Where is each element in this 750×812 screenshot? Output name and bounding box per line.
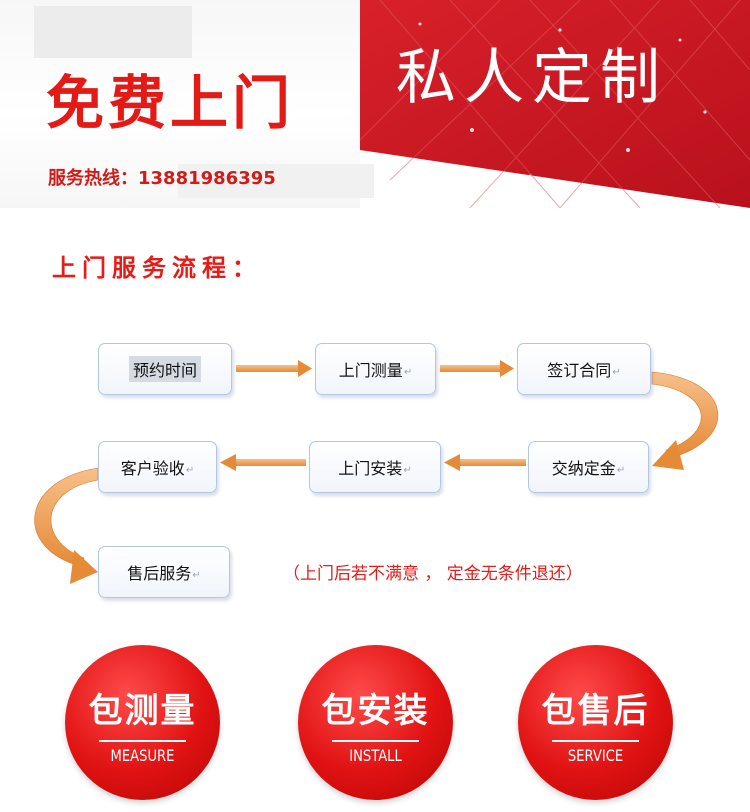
process-arrows (34, 360, 719, 584)
step-label: 售后服务 (127, 564, 192, 583)
badge-install: 包安装 INSTALL (298, 645, 453, 800)
badge-subtitle: INSTALL (349, 746, 402, 765)
return-mark-icon: ↵ (192, 569, 201, 581)
step-label: 签订合同 (547, 361, 612, 380)
badge-subtitle: MEASURE (110, 746, 175, 765)
badge-divider (99, 740, 186, 742)
step-label: 上门安装 (338, 459, 403, 478)
step-label: 上门测量 (338, 361, 403, 380)
process-step-contract: 签订合同↵ (517, 343, 651, 395)
step-label: 预约时间 (128, 356, 201, 382)
process-step-deposit: 交纳定金↵ (528, 441, 649, 493)
header-banner: 免费上门 服务热线：13881986395 私人定制 (0, 0, 750, 208)
process-step-install: 上门安装↵ (309, 441, 441, 493)
header-shade-block (34, 6, 192, 58)
badge-service: 包售后 SERVICE (518, 645, 673, 800)
process-step-measure: 上门测量↵ (315, 343, 436, 395)
process-title: 上门服务流程： (52, 253, 262, 282)
badge-divider (332, 740, 419, 742)
arrow-left-icon (220, 454, 306, 471)
step-label: 交纳定金 (551, 459, 616, 478)
process-step-acceptance: 客户验收↵ (98, 441, 217, 493)
return-mark-icon: ↵ (403, 464, 412, 476)
badge-subtitle: SERVICE (567, 746, 624, 765)
badge-measure: 包测量 MEASURE (65, 645, 220, 800)
process-step-appointment: 预约时间 (98, 343, 232, 395)
badge-title: 包售后 (541, 691, 650, 731)
private-custom-banner (359, 0, 750, 208)
refund-note: （上门后若不满意 ， 定金无条件退还） (283, 564, 583, 584)
free-visit-title: 免费上门 (46, 69, 295, 137)
arrow-right-icon (236, 360, 312, 377)
curved-arrow-icon (34, 467, 99, 584)
return-mark-icon: ↵ (185, 464, 195, 476)
private-custom-title: 私人定制 (396, 43, 668, 113)
process-step-after-sales: 售后服务↵ (98, 546, 230, 598)
badge-divider (552, 740, 639, 742)
badge-title: 包测量 (88, 691, 197, 731)
badge-title: 包安装 (321, 691, 430, 731)
arrow-right-icon (440, 360, 514, 377)
service-hotline: 服务热线：13881986395 (48, 168, 276, 189)
arrow-left-icon (444, 454, 526, 471)
return-mark-icon: ↵ (612, 366, 621, 378)
curved-arrow-icon (651, 371, 719, 470)
header-shade-block (178, 164, 374, 198)
step-label: 客户验收 (120, 459, 185, 478)
return-mark-icon: ↵ (616, 464, 626, 476)
return-mark-icon: ↵ (403, 366, 413, 378)
